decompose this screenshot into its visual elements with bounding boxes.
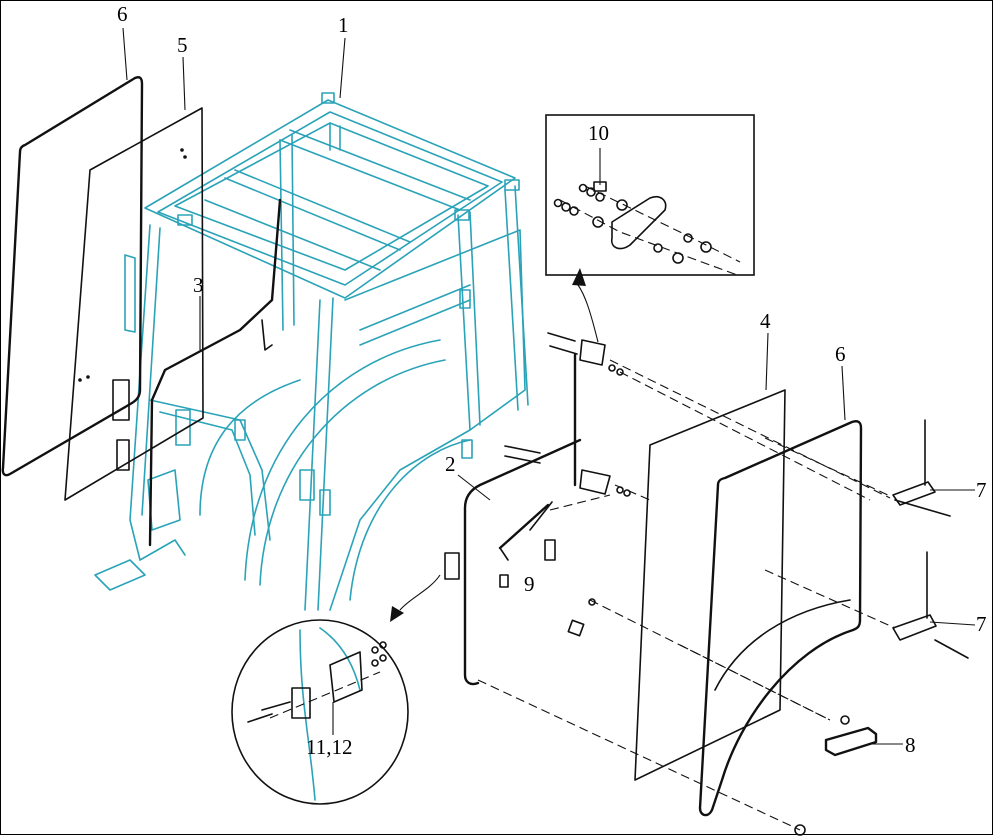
callout-11-12-bracket: 11,12 — [306, 735, 353, 759]
callout-7-upper-hinge: 7 — [976, 478, 987, 502]
detail-box-hinge-hardware — [545, 114, 755, 276]
callout-4-right-glass: 4 — [760, 309, 771, 333]
detail-hardware — [553, 181, 741, 277]
glass-left — [64, 107, 204, 501]
callout-8-handle: 8 — [905, 733, 916, 757]
gas-strut — [498, 503, 550, 550]
callout-1-cab-frame: 1 — [338, 13, 349, 37]
hinge-lower — [892, 551, 969, 659]
rod-left — [148, 198, 282, 547]
detail-bracket-hardware — [247, 627, 387, 801]
callout-10-hardware: 10 — [588, 121, 609, 145]
callout-7-lower-hinge: 7 — [976, 612, 987, 636]
callout-5-left-glass: 5 — [177, 33, 188, 57]
callout-9-gas-strut: 9 — [524, 572, 535, 596]
detail-circle-bracket — [231, 619, 409, 805]
hinge-upper — [892, 419, 951, 517]
cab-frame — [94, 92, 529, 611]
door-handle — [824, 726, 878, 757]
callout-3-left-rod: 3 — [193, 273, 204, 297]
callout-6-left-seal: 6 — [117, 2, 128, 26]
glass-right — [634, 389, 786, 781]
handrail-right — [463, 438, 582, 686]
seal-right — [698, 420, 863, 817]
seal-left — [1, 76, 144, 477]
callout-6-right-seal: 6 — [835, 342, 846, 366]
callout-2-handrail: 2 — [445, 452, 456, 476]
